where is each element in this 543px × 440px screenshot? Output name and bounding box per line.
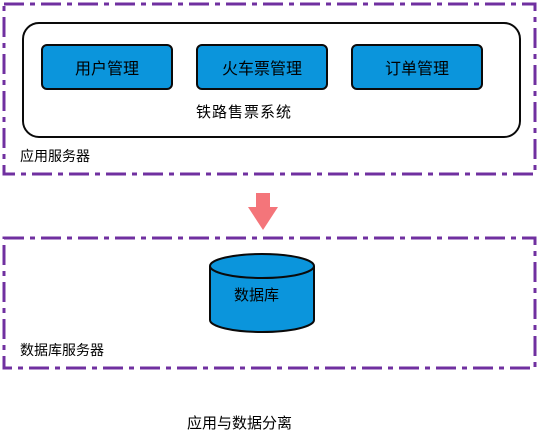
db-server-label: 数据库服务器 xyxy=(20,343,104,359)
db-server-frame xyxy=(2,236,537,370)
database-cylinder-icon xyxy=(209,253,315,333)
module-ticket-management: 火车票管理 xyxy=(196,44,328,90)
module-order-management: 订单管理 xyxy=(351,44,483,90)
database-label: 数据库 xyxy=(234,286,280,304)
system-title: 铁路售票系统 xyxy=(196,103,293,121)
app-server-label: 应用服务器 xyxy=(20,149,90,165)
app-server-frame xyxy=(2,2,537,176)
module-user-management: 用户管理 xyxy=(41,44,173,90)
diagram-caption: 应用与数据分离 xyxy=(187,414,293,432)
down-arrow-icon xyxy=(248,193,278,230)
